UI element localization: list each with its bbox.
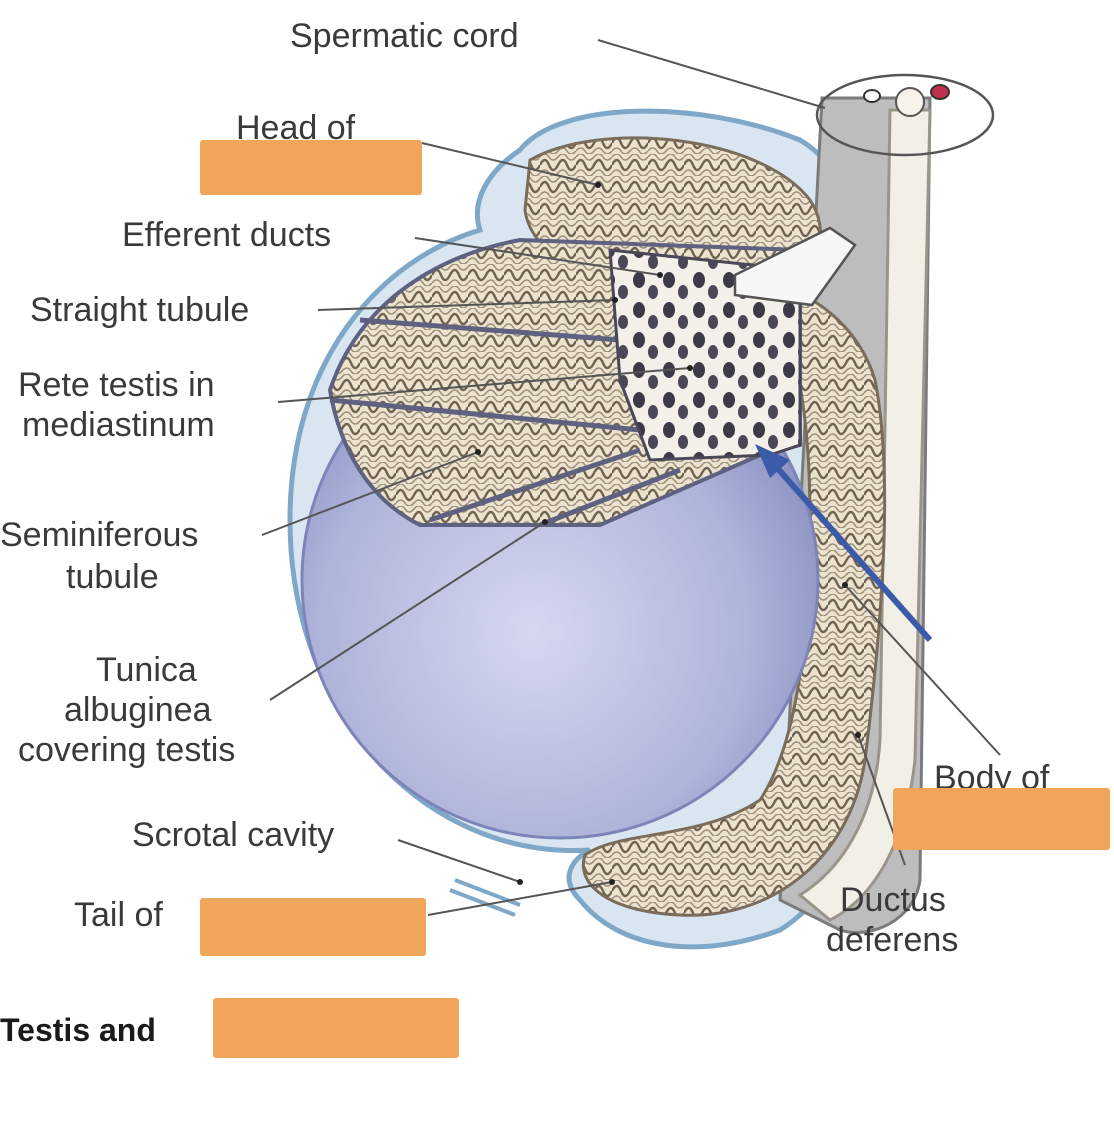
figure-caption: Testis and: [0, 1012, 156, 1048]
pointer-arrow: [755, 444, 933, 642]
label-rete-testis: Rete testis in: [18, 366, 215, 404]
answer-mask-head[interactable]: [200, 140, 422, 195]
label-seminiferous: Seminiferous: [0, 516, 199, 554]
label-tubule: tubule: [66, 558, 159, 596]
label-straight-tubule: Straight tubule: [30, 291, 250, 329]
leader-lines: [261, 39, 1001, 916]
label-mediastinum: mediastinum: [22, 406, 215, 444]
label-tunica: Tunica: [96, 651, 197, 689]
label-ductus: Ductus: [840, 881, 946, 919]
answer-mask-body[interactable]: [893, 788, 1110, 850]
label-albuginea: albuginea: [64, 691, 212, 729]
label-efferent-ducts: Efferent ducts: [122, 216, 332, 254]
answer-mask-tail[interactable]: [200, 898, 426, 956]
label-spermatic-cord: Spermatic cord: [290, 17, 519, 55]
answer-mask-caption[interactable]: [213, 998, 459, 1058]
spermatic-cord-ring: [815, 73, 995, 157]
label-tail-of: Tail of: [74, 896, 163, 934]
label-scrotal-cavity: Scrotal cavity: [132, 816, 335, 854]
label-deferens: deferens: [826, 921, 959, 959]
label-covering-testis: covering testis: [18, 731, 236, 769]
